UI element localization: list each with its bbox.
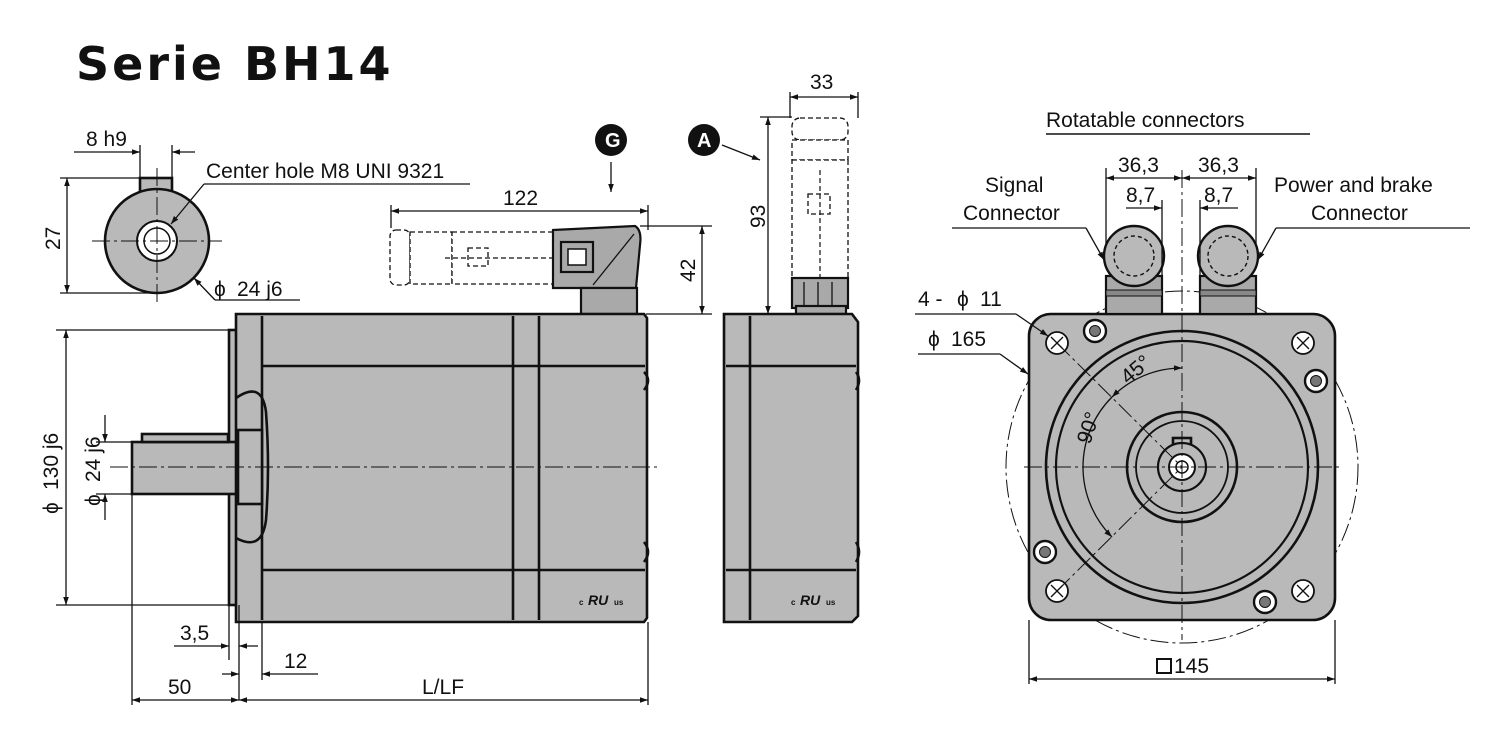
connector-height-label: 42 [677,259,700,282]
front-shaft-diameter-label: 24 j6 [237,278,283,301]
motor-end-view: Rotatable connectors [915,109,1470,684]
cert-us-2: us [826,598,836,607]
mount-hole-tr [1291,331,1315,355]
shaft-front-view: 8 h9 27 Center hole M8 UNI 9321 ϕ 24 j6 [42,128,470,303]
screw-1 [1082,318,1108,344]
rear-body [722,312,860,624]
side-shaft-diameter-label: 24 j6 [82,436,105,482]
cert-mark-2: RU [800,592,821,608]
shaft-length-label: 50 [168,676,191,699]
diameter-symbol: ϕ [214,278,226,301]
connector-a-base [790,276,850,310]
flange-offset-label: 3,5 [180,622,209,645]
flange-diameter-label: 130 j6 [40,433,63,490]
hole-diameter-label: 11 [980,288,1002,311]
power-label-1: Power and brake [1274,174,1433,197]
badge-a [688,124,720,156]
cert-mark: RU [588,592,609,608]
motor-body [234,312,649,624]
connector-width-label: 33 [810,71,833,94]
diameter-symbol-4: ϕ [957,288,969,311]
motor-side-view: c RU us G 122 42 ϕ 130 j6 ϕ 24 j6 [40,124,712,705]
badge-a-label: A [697,130,711,152]
diameter-symbol-2: ϕ [40,502,63,514]
offset-right-label: 36,3 [1198,154,1239,177]
key-width-label: 8 h9 [86,128,127,151]
key-height-label: 27 [42,227,65,250]
diameter-symbol-5: ϕ [928,328,940,351]
screw-4 [1252,589,1278,615]
body-length-label: L/LF [422,676,464,699]
square-symbol [1156,658,1172,674]
badge-g-label: G [605,130,621,152]
cert-us: us [614,598,624,607]
screw-2 [1303,368,1329,394]
rotatable-heading: Rotatable connectors [1046,109,1244,132]
power-connector [1196,224,1260,316]
diameter-symbol-3: ϕ [82,494,105,506]
signal-label-1: Signal [985,174,1043,197]
badge-g [595,124,627,156]
cert-c-2: c [791,598,796,607]
offset-left-label: 36,3 [1118,154,1159,177]
power-label-2: Connector [1311,202,1408,225]
mount-hole-br [1291,579,1315,603]
bolt-circle-label: 165 [951,328,986,351]
flange-thickness-label: 12 [284,650,307,673]
holes-count-label: 4 - [918,288,943,311]
connector-side-view: c RU us A 33 93 [688,71,861,624]
signal-label-2: Connector [963,202,1060,225]
screw-3 [1032,539,1058,565]
connector-g-base [579,286,639,316]
connector-total-height-label: 93 [747,205,770,228]
center-hole-label: Center hole M8 UNI 9321 [206,160,444,183]
square-size-label: 145 [1174,655,1209,678]
connector-span-label: 122 [503,187,538,210]
pin-right-label: 8,7 [1204,184,1233,207]
shaft-key-side [140,432,230,444]
page-title: Serie BH14 [76,37,394,91]
pin-left-label: 8,7 [1126,184,1155,207]
signal-connector [1102,224,1166,316]
cert-c: c [579,598,584,607]
motor-shaft [130,440,238,496]
